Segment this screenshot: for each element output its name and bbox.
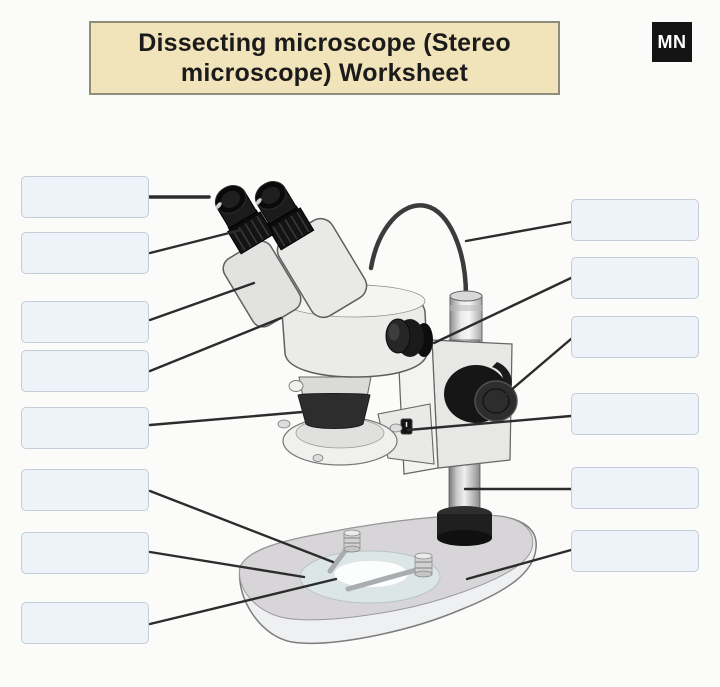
ring-light <box>277 416 403 466</box>
leader-line-right-3 <box>495 337 573 404</box>
leader-line-left-3 <box>148 281 256 322</box>
stage-clip-right <box>345 552 433 592</box>
focus-knob <box>444 362 518 423</box>
answer-box-left-8[interactable] <box>21 602 149 644</box>
stage-clip-left <box>327 529 361 574</box>
leader-line-left-2 <box>148 228 243 255</box>
leader-line-left-7 <box>148 550 306 579</box>
leader-line-right-4 <box>406 414 573 432</box>
answer-box-left-2[interactable] <box>21 232 149 274</box>
answer-box-right-1[interactable] <box>571 199 699 241</box>
title-banner: Dissecting microscope (Stereo microscope… <box>89 21 560 95</box>
answer-box-right-4[interactable] <box>571 393 699 435</box>
objective-lens <box>288 376 372 429</box>
answer-box-left-3[interactable] <box>21 301 149 343</box>
illuminator-cable <box>368 203 469 299</box>
eyepiece-left <box>214 185 275 255</box>
answer-box-left-4[interactable] <box>21 350 149 392</box>
leader-line-right-2 <box>432 276 573 345</box>
illuminator-switch <box>400 418 413 435</box>
leader-line-left-5 <box>148 409 316 427</box>
zoom-knob <box>385 318 433 357</box>
leader-line-left-6 <box>148 489 335 564</box>
mn-logo: MN <box>652 22 692 62</box>
mn-logo-text: MN <box>657 31 687 52</box>
answer-box-right-3[interactable] <box>571 316 699 358</box>
leader-line-left-4 <box>148 316 283 373</box>
leader-line-right-6 <box>465 548 573 581</box>
leader-line-left-8 <box>148 577 338 626</box>
answer-box-left-6[interactable] <box>21 469 149 511</box>
answer-box-left-1[interactable] <box>21 176 149 218</box>
page-title-line1: Dissecting microscope (Stereo <box>138 29 511 57</box>
answer-box-left-7[interactable] <box>21 532 149 574</box>
eyepiece-right <box>254 181 315 251</box>
page-title-line2: microscope) Worksheet <box>180 59 469 87</box>
answer-box-right-5[interactable] <box>571 467 699 509</box>
answer-box-left-5[interactable] <box>21 407 149 449</box>
leader-line-right-1 <box>464 220 573 243</box>
answer-box-right-2[interactable] <box>571 257 699 299</box>
answer-box-right-6[interactable] <box>571 530 699 572</box>
